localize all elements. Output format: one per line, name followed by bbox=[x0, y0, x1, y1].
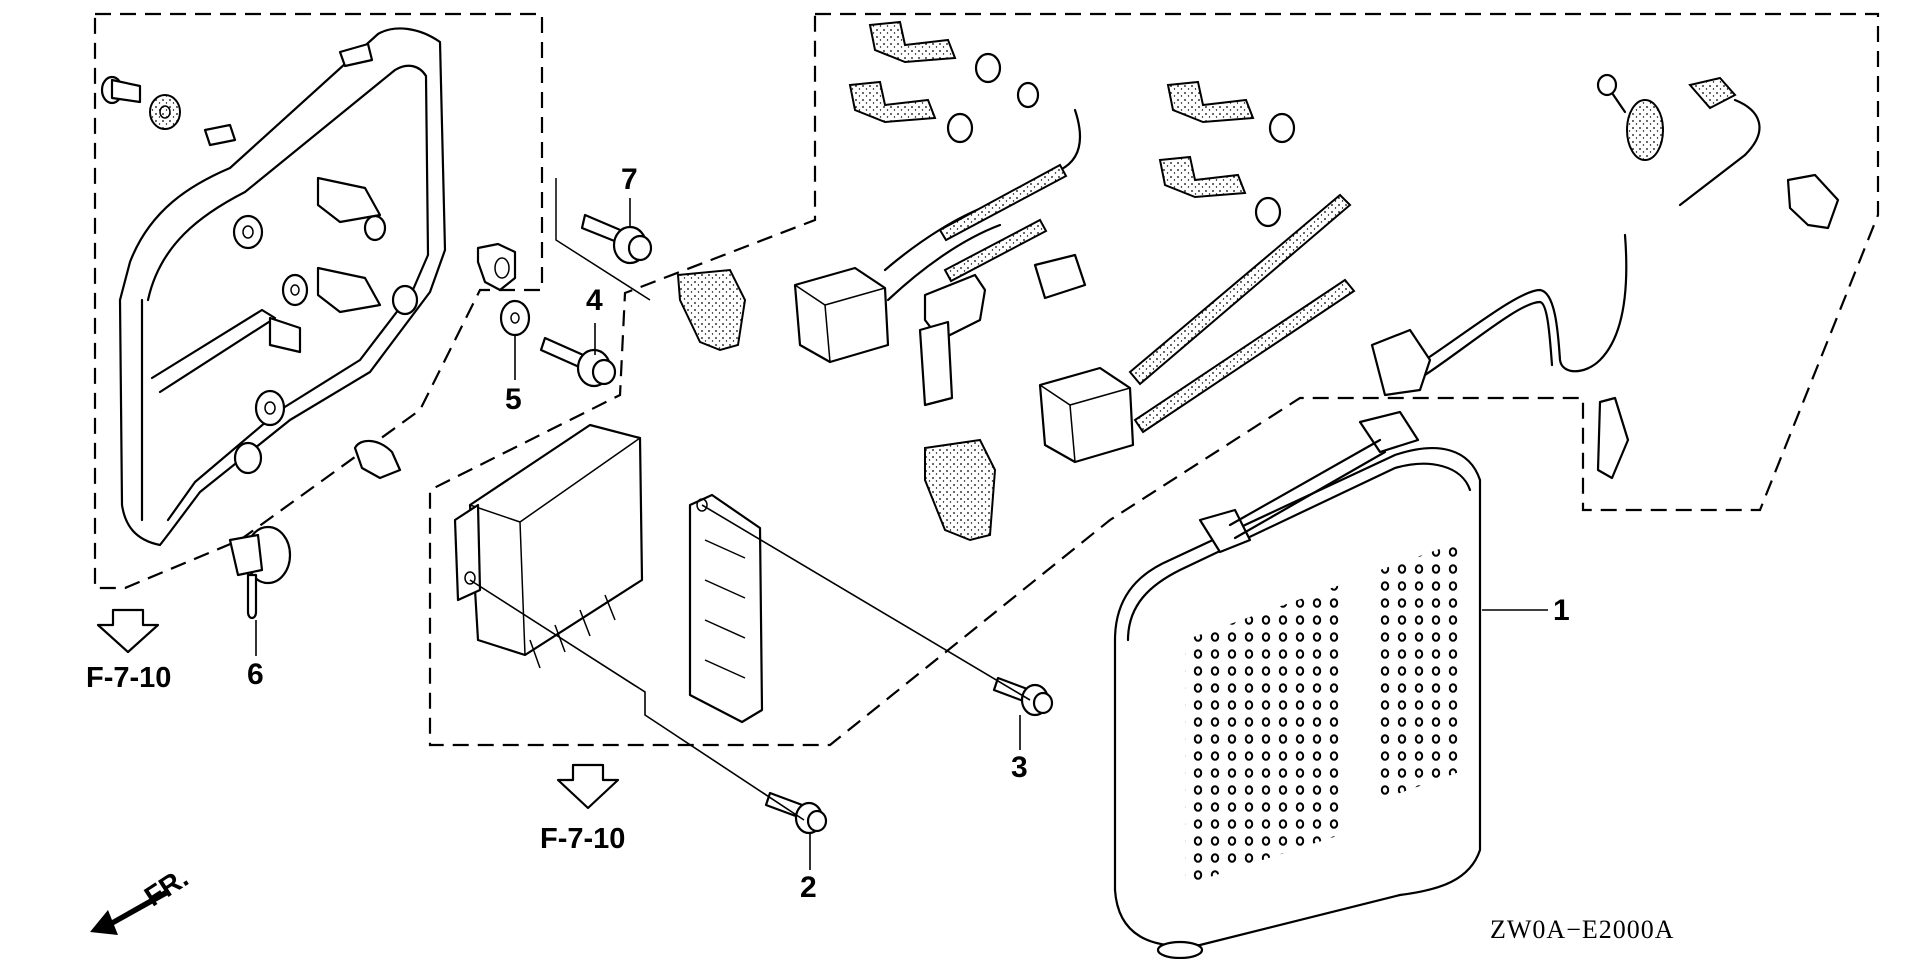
callout-3[interactable]: 3 bbox=[1011, 751, 1028, 784]
callout-7[interactable]: 7 bbox=[621, 163, 638, 196]
leader-3 bbox=[701, 504, 1031, 750]
ref-arrow-left bbox=[96, 608, 160, 654]
ref-arrow-center bbox=[556, 763, 620, 810]
bolt-7 bbox=[580, 213, 653, 265]
ignition-coil-lower bbox=[1038, 193, 1356, 464]
callout-4[interactable]: 4 bbox=[586, 284, 603, 317]
leader-2 bbox=[469, 579, 811, 870]
wire-harness bbox=[1370, 73, 1840, 480]
callout-1[interactable]: 1 bbox=[1553, 594, 1570, 627]
callout-5[interactable]: 5 bbox=[505, 383, 522, 416]
mounting-bracket bbox=[688, 493, 764, 724]
ref-label-left[interactable]: F-7-10 bbox=[86, 662, 172, 694]
ref-label-center[interactable]: F-7-10 bbox=[540, 823, 626, 855]
screw-and-grommet bbox=[100, 75, 181, 130]
control-panel-case bbox=[118, 27, 447, 547]
diagram-code: ZW0A−E2000A bbox=[1490, 915, 1675, 944]
divider-line bbox=[555, 178, 651, 301]
bolt-2 bbox=[764, 791, 828, 835]
ignition-coil-upper bbox=[793, 108, 1082, 364]
bolt-4 bbox=[539, 336, 617, 388]
clip bbox=[476, 242, 517, 292]
front-direction-arrow-icon bbox=[90, 890, 168, 935]
group-boundary-control-panel bbox=[93, 12, 544, 590]
cover bbox=[1113, 410, 1482, 959]
washer bbox=[499, 299, 531, 337]
callout-2[interactable]: 2 bbox=[800, 871, 817, 904]
callout-6[interactable]: 6 bbox=[247, 658, 264, 691]
control-unit bbox=[453, 423, 644, 669]
wire-clamps bbox=[676, 253, 1087, 542]
group-boundary-harness bbox=[428, 12, 1880, 747]
cable-tie bbox=[228, 525, 292, 620]
spark-plug-caps bbox=[848, 20, 1296, 228]
